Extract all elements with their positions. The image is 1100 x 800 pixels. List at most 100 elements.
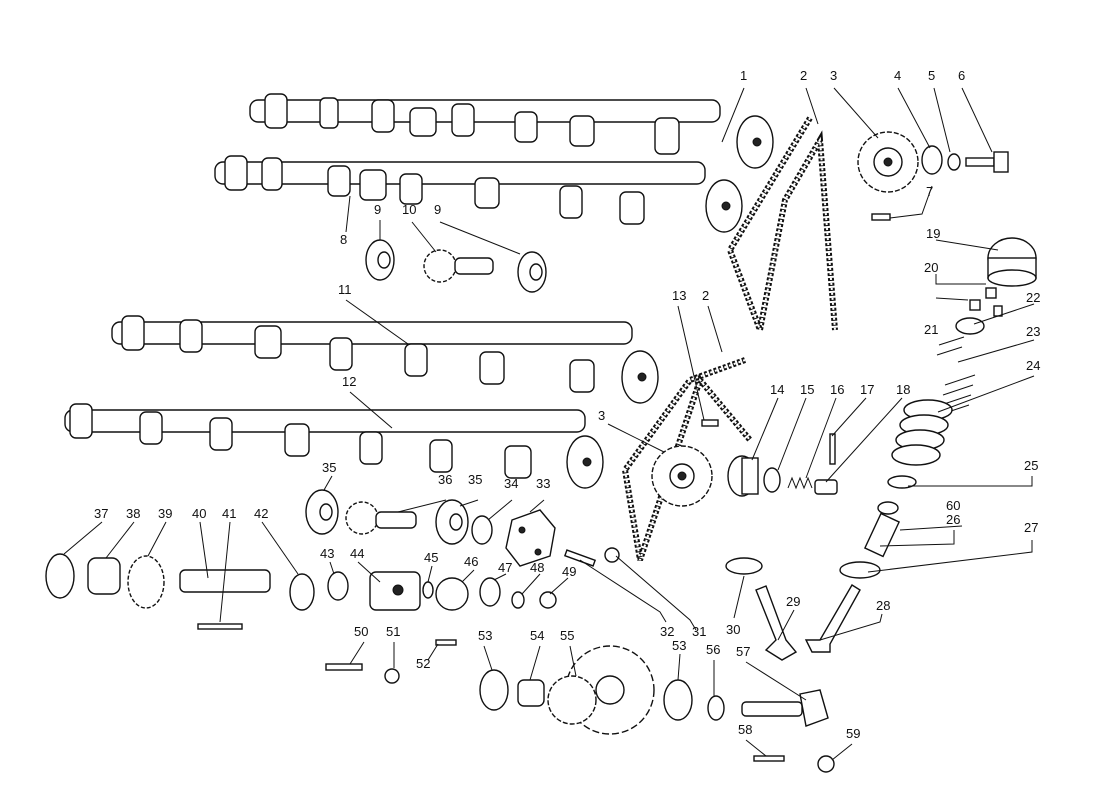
- bearing-53-left: [479, 669, 509, 711]
- callout-43: 43: [320, 546, 334, 561]
- ring-45: [422, 581, 434, 599]
- gear-37: [45, 553, 75, 599]
- callout-4: 4: [894, 68, 901, 83]
- bearing-35-right: [435, 499, 469, 545]
- callout-22: 22: [1026, 290, 1040, 305]
- callout-41: 41: [222, 506, 236, 521]
- timing-chain-upper: [726, 116, 838, 342]
- callout-8: 8: [340, 232, 347, 247]
- bearing-9-right: [517, 251, 547, 293]
- spring-16: [787, 476, 813, 490]
- plug-18: [814, 479, 838, 495]
- callout-2-upper: 2: [800, 68, 807, 83]
- callout-53-right: 53: [672, 638, 686, 653]
- seal-56: [707, 695, 725, 721]
- nut-51: [384, 668, 400, 684]
- callout-56: 56: [706, 642, 720, 657]
- callout-16: 16: [830, 382, 844, 397]
- stud-58: [753, 755, 785, 762]
- callout-31: 31: [692, 624, 706, 639]
- valve-spring-23: [936, 336, 976, 416]
- callout-53-left: 53: [478, 628, 492, 643]
- washer-48: [511, 591, 525, 609]
- callout-12: 12: [342, 374, 356, 389]
- callout-48: 48: [530, 560, 544, 575]
- bearing-35-left: [305, 489, 339, 535]
- bush-54: [517, 679, 545, 707]
- callout-30: 30: [726, 622, 740, 637]
- callout-20: 20: [924, 260, 938, 275]
- callout-35-left: 35: [322, 460, 336, 475]
- callout-46: 46: [464, 554, 478, 569]
- callout-13: 13: [672, 288, 686, 303]
- callout-55: 55: [560, 628, 574, 643]
- valve-seat-30: [725, 557, 763, 575]
- disc-47: [479, 577, 501, 607]
- callout-32: 32: [660, 624, 674, 639]
- callout-3-lower: 3: [598, 408, 605, 423]
- bolt-6: [965, 151, 1009, 173]
- spring-retainer-22: [955, 317, 985, 335]
- callout-11: 11: [338, 282, 352, 297]
- valve-spring-24: [891, 399, 953, 466]
- collets-21: [969, 299, 1003, 317]
- callout-6: 6: [958, 68, 965, 83]
- callout-5: 5: [928, 68, 935, 83]
- key-41: [197, 623, 243, 630]
- bearing-42: [289, 573, 315, 611]
- spring-seat-25: [887, 475, 917, 489]
- leader-lines: [63, 87, 1035, 761]
- camshaft-1: [249, 93, 774, 169]
- nut-59: [817, 755, 835, 773]
- callout-44: 44: [350, 546, 364, 561]
- valve-seat-27: [839, 561, 881, 579]
- callout-54: 54: [530, 628, 544, 643]
- tensioner-14: [727, 455, 759, 497]
- callout-45: 45: [424, 550, 438, 565]
- seal-60: [877, 501, 899, 515]
- callout-33: 33: [536, 476, 550, 491]
- callout-10: 10: [402, 202, 416, 217]
- callout-25: 25: [1024, 458, 1038, 473]
- callout-24: 24: [1026, 358, 1040, 373]
- callout-26: 26: [946, 512, 960, 527]
- callout-27: 27: [1024, 520, 1038, 535]
- bearing-53-right: [663, 679, 693, 721]
- pump-body-44: [369, 571, 421, 611]
- callout-3-upper: 3: [830, 68, 837, 83]
- cover-33: [505, 509, 556, 567]
- bearing-9-left: [365, 239, 395, 281]
- callout-38: 38: [126, 506, 140, 521]
- pin-7: [871, 213, 891, 221]
- callout-40: 40: [192, 506, 206, 521]
- sprocket-3-upper: [857, 131, 919, 193]
- callout-47: 47: [498, 560, 512, 575]
- callout-17: 17: [860, 382, 874, 397]
- valve-28: [804, 584, 861, 653]
- callout-28: 28: [876, 598, 890, 613]
- sprocket-36: [345, 501, 417, 535]
- callout-39: 39: [158, 506, 172, 521]
- stud-32: [563, 549, 597, 567]
- bearing-38: [87, 557, 121, 595]
- pin-13: [701, 419, 719, 427]
- callout-2-lower: 2: [702, 288, 709, 303]
- sprocket-3-lower: [651, 445, 713, 507]
- callout-51: 51: [386, 624, 400, 639]
- washer-4: [921, 145, 943, 175]
- callout-18: 18: [896, 382, 910, 397]
- callout-49: 49: [562, 564, 576, 579]
- camshaft-12: [64, 403, 604, 489]
- callout-9-left: 9: [374, 202, 381, 217]
- callout-23: 23: [1026, 324, 1040, 339]
- stud-50: [325, 663, 363, 671]
- callout-1: 1: [740, 68, 747, 83]
- gear-55: [547, 645, 655, 735]
- callout-37: 37: [94, 506, 108, 521]
- nut-31: [604, 547, 620, 563]
- washer-5: [947, 153, 961, 171]
- shaft-57: [741, 689, 829, 727]
- nut-49: [539, 591, 557, 609]
- callout-58: 58: [738, 722, 752, 737]
- pin-52: [435, 639, 457, 646]
